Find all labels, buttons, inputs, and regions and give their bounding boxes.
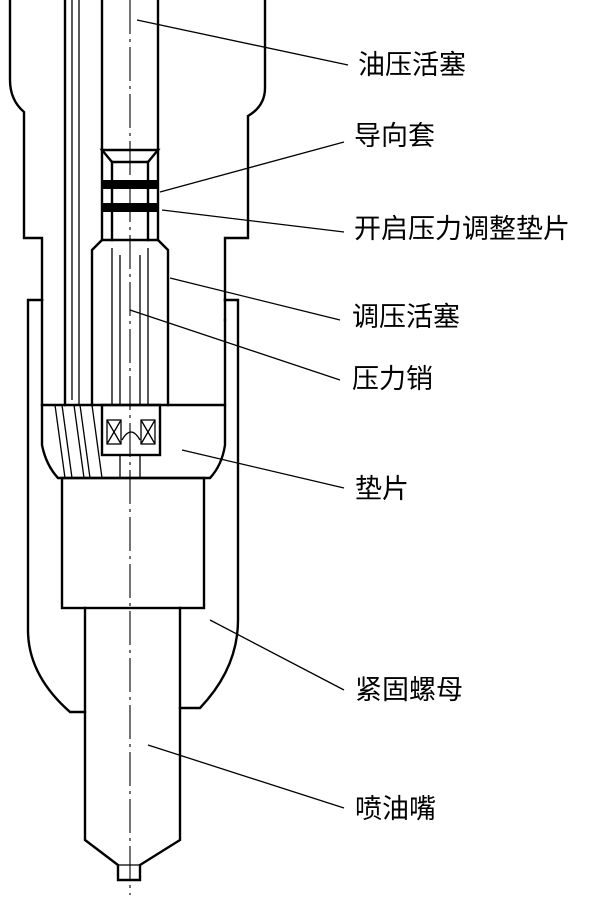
leader-oil-pressure-piston	[136, 19, 349, 66]
label-pressure-adjust-piston: 调压活塞	[352, 302, 460, 333]
leader-clamp-nut	[209, 619, 345, 691]
gasket-hatch-1	[54, 404, 66, 479]
leader-gasket	[181, 449, 345, 489]
shim-ring-top	[102, 180, 158, 189]
pin-seat	[100, 403, 162, 457]
seat-box-left	[106, 419, 122, 445]
gasket-hatch-4	[79, 404, 91, 479]
leader-pressure-pin	[129, 309, 341, 381]
gasket-block	[40, 403, 227, 480]
seat-x4	[140, 419, 156, 445]
seat-x2	[106, 419, 122, 445]
label-clamp-nut: 紧固螺母	[355, 675, 463, 706]
label-gasket: 垫片	[355, 474, 409, 505]
nozzle-body	[83, 606, 182, 882]
clamp-nut-left-outline	[26, 298, 87, 714]
leader-nozzle	[147, 744, 345, 809]
gasket-hatch-5	[91, 404, 103, 479]
leader-adjust-piston	[169, 277, 341, 321]
leader-guide-sleeve	[159, 141, 345, 193]
gasket-hatch-2	[61, 404, 73, 479]
seat-box-right	[140, 419, 156, 445]
clamp-nut-right-outline	[178, 298, 240, 710]
upper-body-left-outline	[8, 0, 44, 302]
seat-ball	[121, 431, 141, 441]
upper-body-right-outline	[223, 0, 267, 302]
nozzle-holder	[60, 476, 206, 610]
label-pressure-pin: 压力销	[352, 364, 433, 395]
label-oil-pressure-piston: 油压活塞	[358, 50, 466, 81]
label-guide-sleeve: 导向套	[354, 121, 435, 152]
label-nozzle: 喷油嘴	[355, 794, 436, 825]
label-opening-pressure-shim: 开启压力调整垫片	[354, 214, 570, 245]
gasket-hatch-3	[73, 404, 85, 479]
leader-shim	[161, 209, 345, 233]
